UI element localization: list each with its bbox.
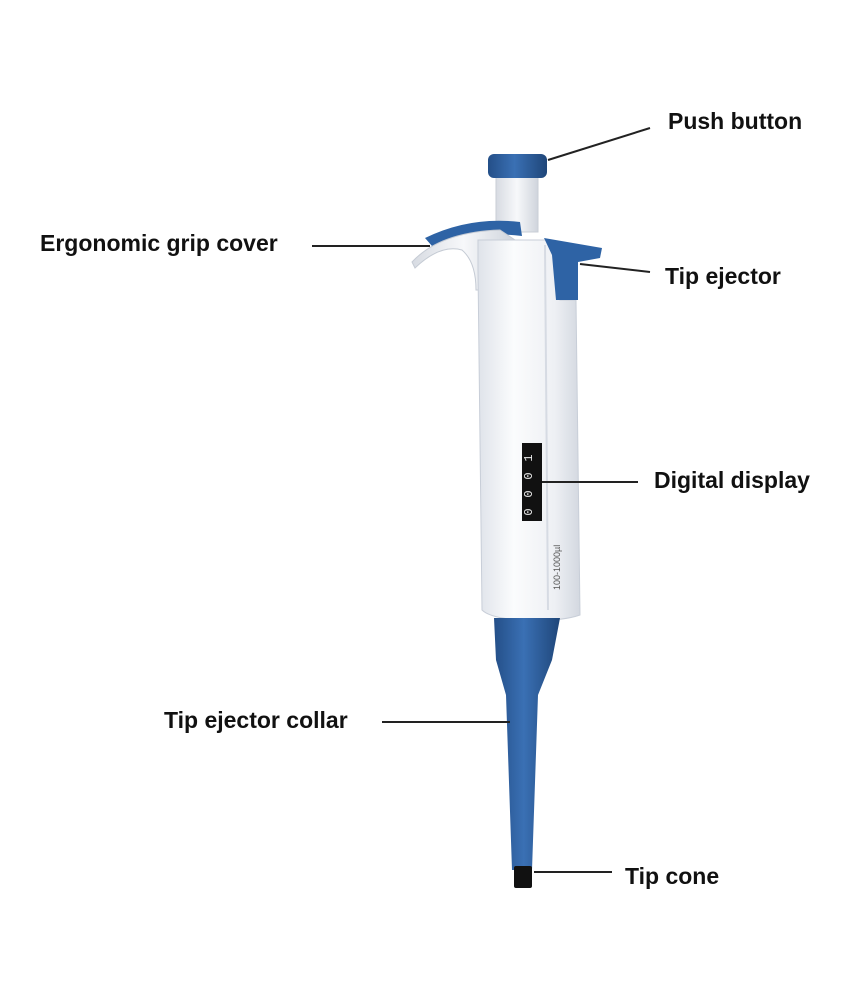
pipette-body <box>477 239 581 621</box>
label-tip-ejector: Tip ejector <box>665 263 781 289</box>
label-tip-cone: Tip cone <box>625 863 720 889</box>
label-push-button: Push button <box>668 108 803 134</box>
display-digit: 0 <box>522 508 536 515</box>
label-tip-ejector-collar: Tip ejector collar <box>164 707 348 733</box>
digital-display: 1 0 0 0 <box>522 443 542 521</box>
display-digit: 1 <box>522 454 536 461</box>
push-button <box>488 154 547 233</box>
label-grip-cover: Ergonomic grip cover <box>40 230 278 256</box>
leader-tip-ejector <box>579 263 651 273</box>
tip-ejector <box>544 238 602 300</box>
tip-cone <box>514 866 532 888</box>
leader-push-button <box>547 127 651 161</box>
volume-range-text: 100-1000µl <box>552 545 562 590</box>
tip-ejector-collar <box>494 618 560 870</box>
label-digital-display: Digital display <box>654 467 810 493</box>
display-digit: 0 <box>522 472 536 479</box>
display-digit: 0 <box>522 490 536 497</box>
leader-lines <box>312 127 651 873</box>
